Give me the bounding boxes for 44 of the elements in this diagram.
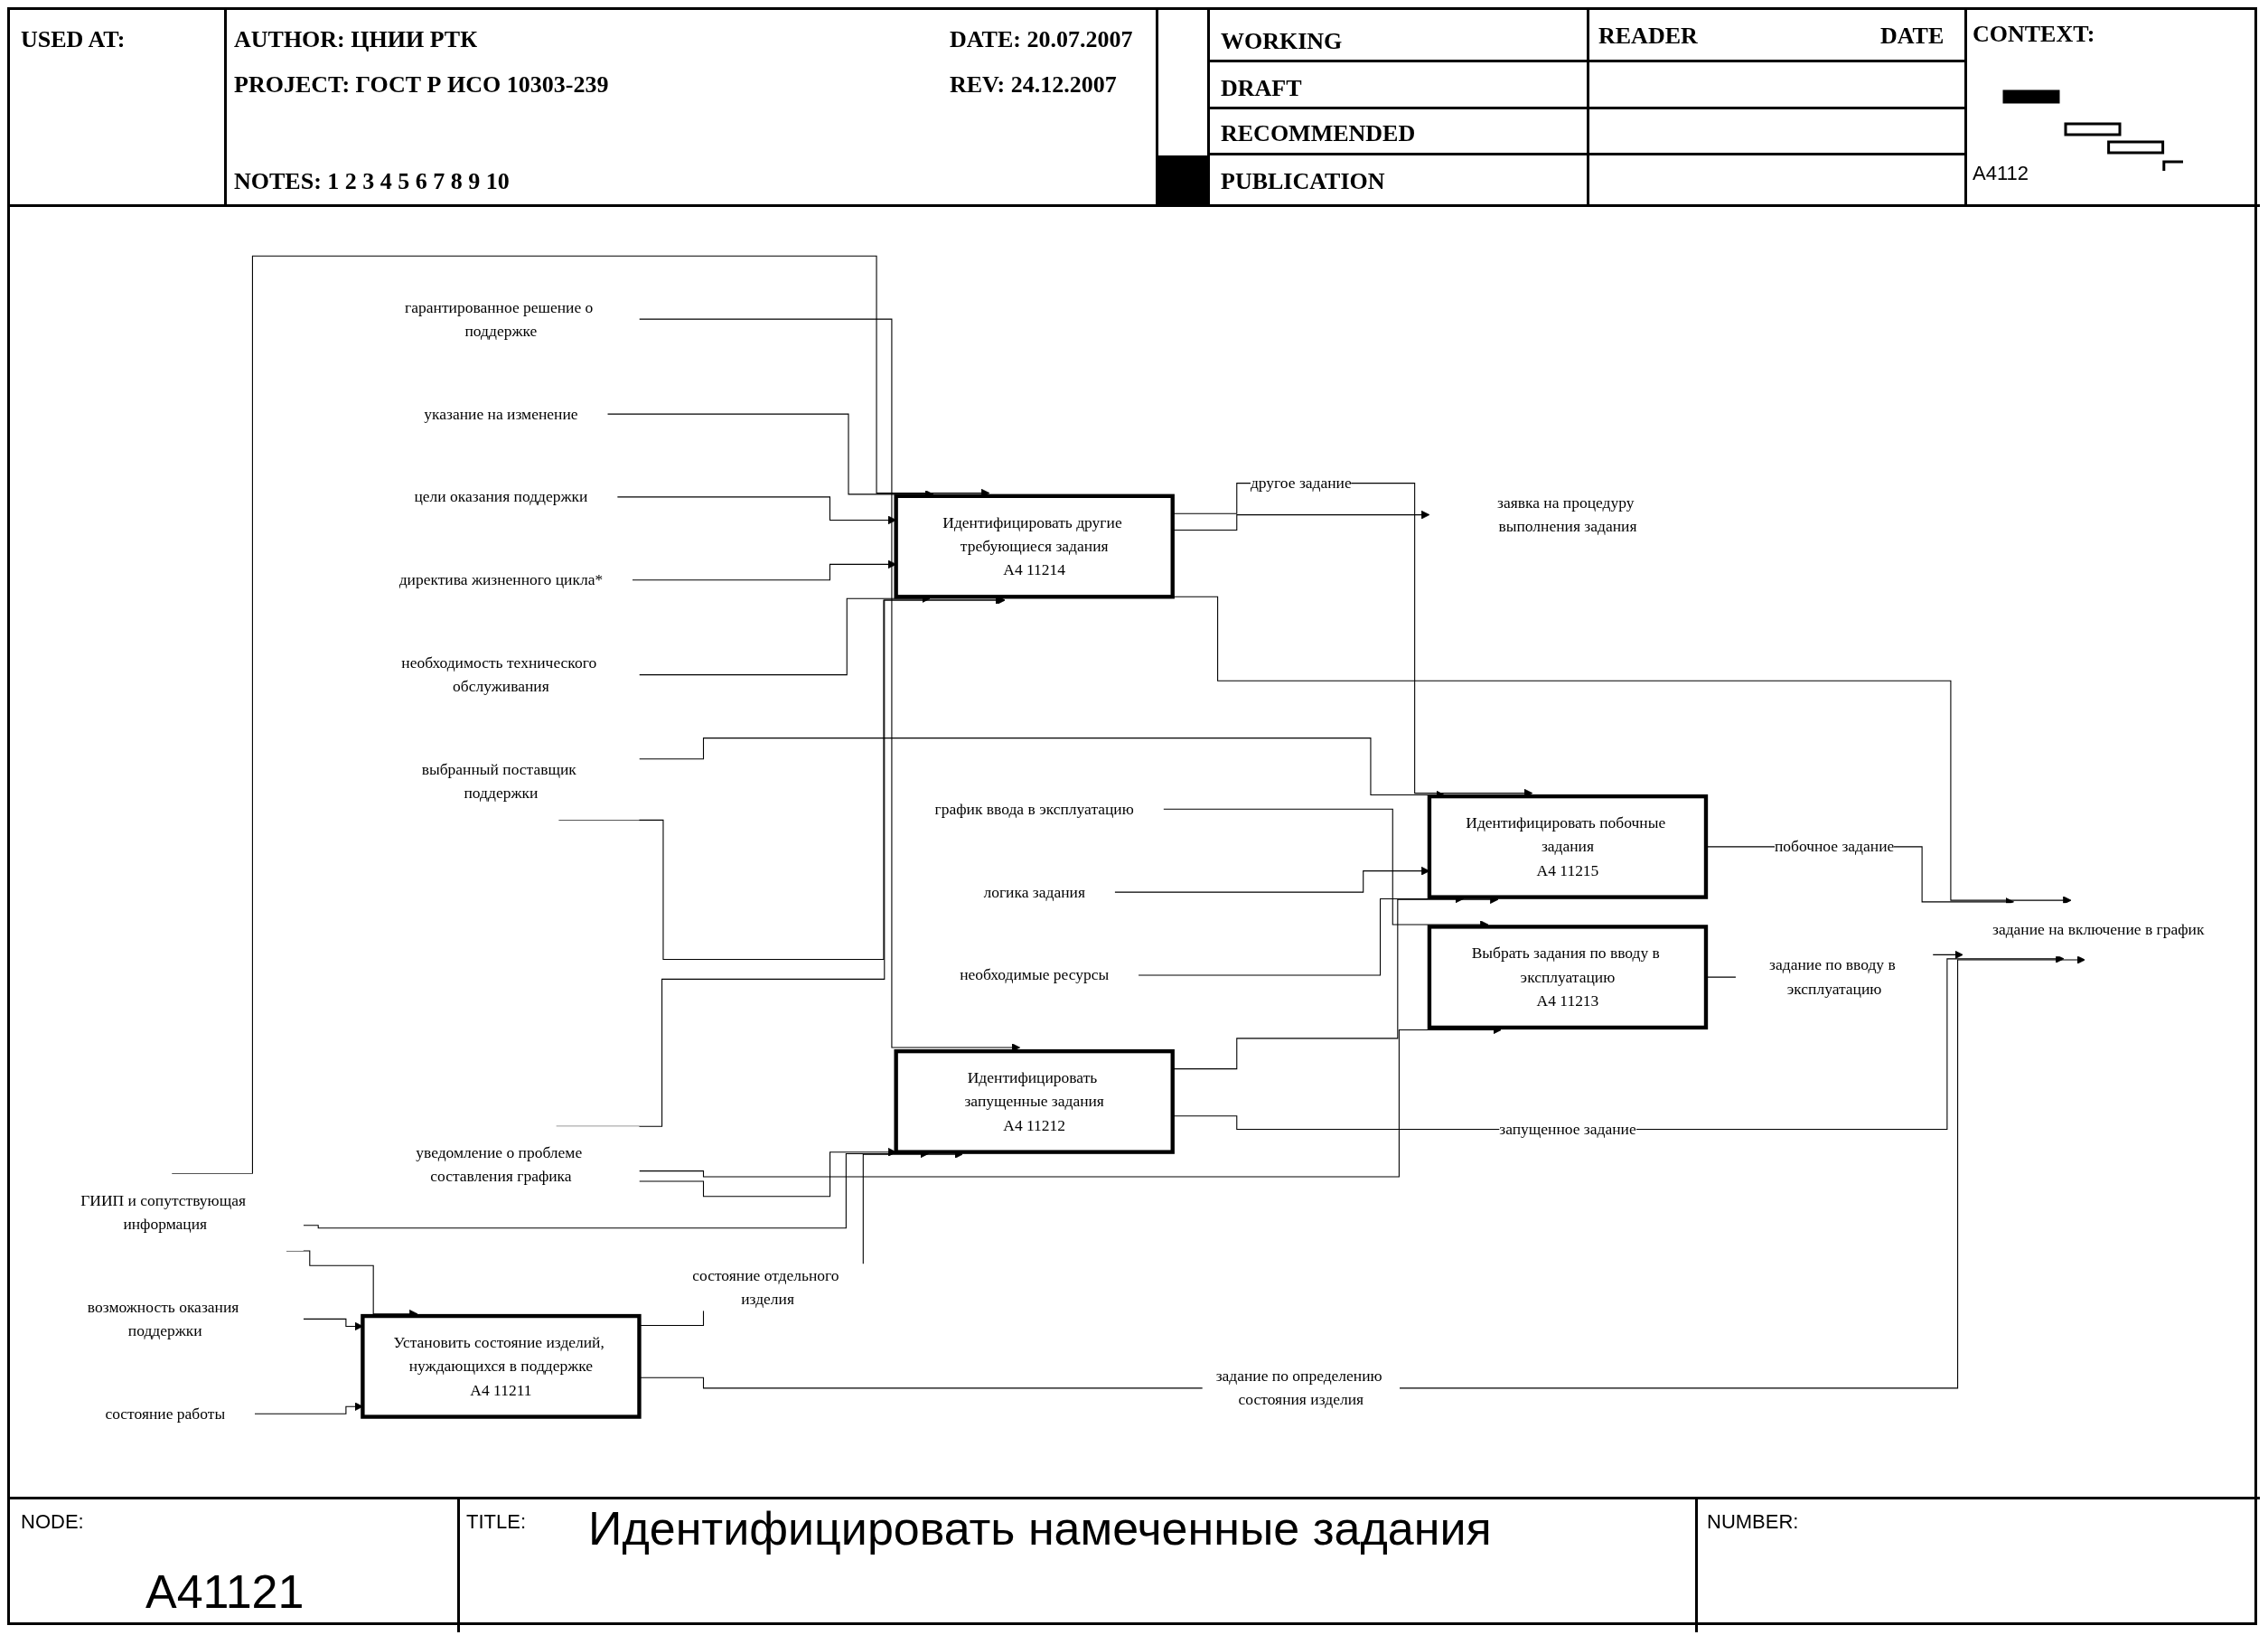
node-text: необходимость технического обслуживания <box>401 653 597 695</box>
frame-label: DATE: 20.07.2007 <box>950 26 1133 53</box>
frame-label: USED AT: <box>21 26 126 53</box>
frame-label: NOTES: 1 2 3 4 5 6 7 8 9 10 <box>234 168 510 195</box>
diagram-title: Идентифицировать намеченные задания <box>588 1501 1492 1555</box>
node-text: необходимые ресурсы <box>960 966 1110 983</box>
node-text: указание на изменение <box>424 405 578 422</box>
frame-label: NODE: <box>21 1510 84 1534</box>
edge-label: побочное задание <box>1774 838 1895 855</box>
node-text: заявка на процедуру выполнения задания <box>1497 493 1637 535</box>
node-number: A4112 <box>1973 162 2029 185</box>
frame-label: REV: 24.12.2007 <box>950 71 1117 99</box>
node-text: уведомление о проблеме составления графика <box>416 1143 583 1185</box>
node-box: Идентифицировать запущенные задания A4 11212 <box>894 1048 1175 1154</box>
edge-label: состояние отдельного изделия <box>692 1266 839 1308</box>
node-box: Установить состояние изделий, нуждающихся в поддержке A4 11211 <box>361 1313 642 1419</box>
arrow <box>556 596 1006 1127</box>
node-text: график ввода в эксплуатацию <box>934 800 1134 818</box>
frame-label: NUMBER: <box>1707 1510 1799 1534</box>
node-text: состояние работы <box>105 1405 226 1423</box>
node-box: Выбрать задания по вводу в эксплуатацию A4 11213 <box>1427 925 1709 1030</box>
node-text: возможность оказания поддержки <box>87 1298 239 1339</box>
frame-label: DATE <box>1880 23 1945 50</box>
node-text: логика задания <box>983 883 1085 900</box>
node-text: гарантированное решение о поддержке <box>405 298 594 340</box>
edge-label: другое задание <box>1250 474 1352 492</box>
edge-label: задание по определению состояния изделия <box>1215 1367 1382 1408</box>
frame-label: CONTEXT: <box>1973 21 2095 48</box>
status-label: WORKING <box>1221 28 1343 55</box>
node-text: директива жизненного цикла* <box>398 570 604 588</box>
frame-label: READER <box>1598 23 1698 50</box>
edge-label: запущенное задание <box>1499 1120 1636 1138</box>
node-box: Идентифицировать другие требующиеся задания A4 11214 <box>894 493 1175 599</box>
status-label: RECOMMENDED <box>1221 120 1416 147</box>
frame-label: PROJECT: ГОСТ Р ИСО 10303-239 <box>234 71 609 99</box>
frame-label: AUTHOR: ЦНИИ РТК <box>234 26 478 53</box>
node-text: задание на включение в график <box>1992 920 2205 938</box>
node-text: цели оказания поддержки <box>414 488 588 505</box>
frame-label: TITLE: <box>466 1510 526 1534</box>
status-label: DRAFT <box>1221 75 1302 102</box>
edge-label: задание по вводу в эксплуатацию <box>1769 956 1896 998</box>
node-box: Идентифицировать побочные задания A4 11215 <box>1427 794 1709 899</box>
node-number: A41121 <box>145 1565 305 1619</box>
status-label: PUBLICATION <box>1221 168 1385 195</box>
